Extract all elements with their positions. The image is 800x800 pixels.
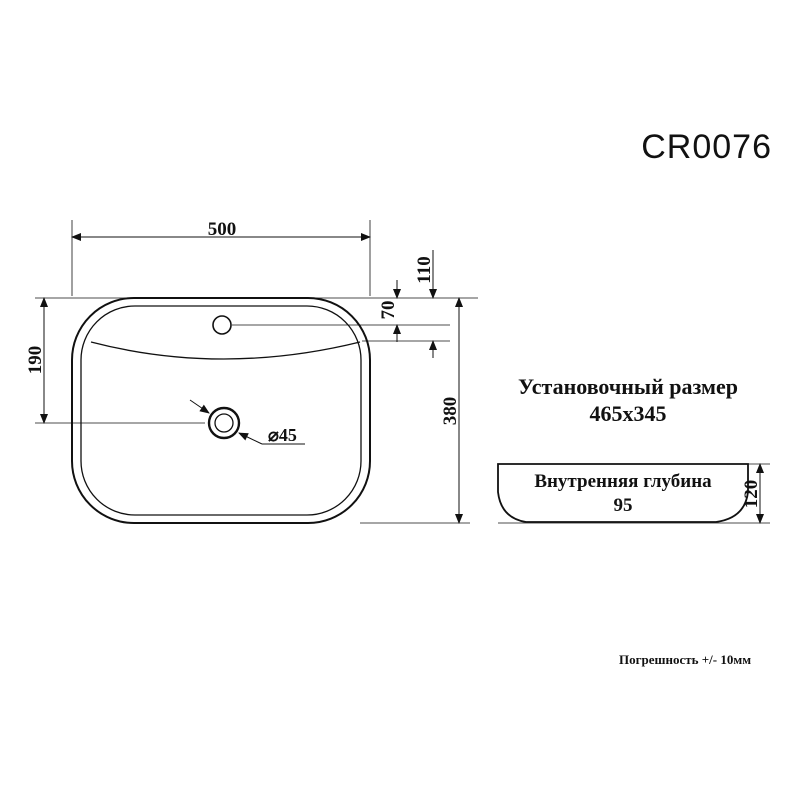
tap-hole [212, 315, 232, 335]
drain-outer [207, 406, 241, 440]
dim-depth-label: 380 [440, 397, 461, 426]
dim-drain-diameter-label: ⌀45 [268, 425, 297, 445]
dim-110-label: 110 [414, 256, 435, 283]
inner-depth-label: Внутренняя глубина [534, 471, 712, 492]
install-size-value: 465х345 [590, 401, 667, 426]
inner-depth-value: 95 [614, 495, 633, 516]
basin-bowl-edge [90, 341, 361, 360]
basin-outer-outline [71, 297, 371, 524]
tolerance-note: Погрешность +/- 10мм [619, 652, 752, 667]
dim-height-label: 120 [741, 480, 762, 509]
basin-inner-outline [80, 305, 362, 516]
basin-top-view [71, 297, 371, 524]
dim-70-label: 70 [378, 301, 399, 320]
model-code: CR0076 [641, 128, 772, 166]
install-size-label: Установочный размер [518, 374, 738, 399]
dim-depth-drain-label: 190 [25, 346, 46, 375]
drain-leader [189, 399, 305, 445]
dim-width-label: 500 [208, 219, 237, 240]
side-profile [497, 463, 749, 523]
drain-inner [214, 413, 234, 433]
dimension-lines [40, 233, 764, 524]
